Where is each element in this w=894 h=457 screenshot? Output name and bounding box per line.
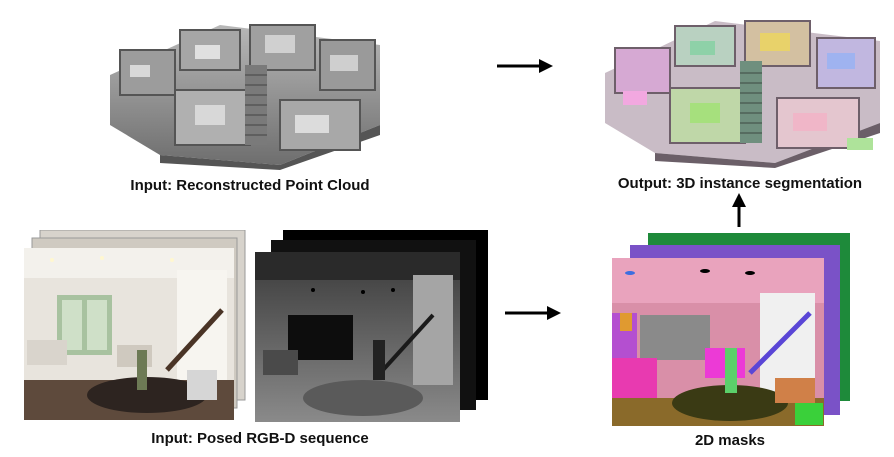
arrow-right-bottom-icon [505, 305, 563, 321]
depth-frame-stack [253, 230, 488, 425]
mask-frame-stack [610, 233, 855, 428]
arrow-up-icon [731, 193, 747, 227]
caption-2d-masks: 2D masks [694, 432, 766, 449]
rgb-frame-stack [22, 230, 247, 425]
arrow-right-top-icon [497, 58, 555, 74]
input-point-cloud-image [100, 5, 390, 170]
caption-input-rgbd: Input: Posed RGB-D sequence [151, 430, 369, 447]
caption-input-point-cloud: Input: Reconstructed Point Cloud [130, 177, 370, 194]
output-segmentation-image [595, 3, 890, 168]
caption-output-segmentation: Output: 3D instance segmentation [617, 175, 863, 192]
